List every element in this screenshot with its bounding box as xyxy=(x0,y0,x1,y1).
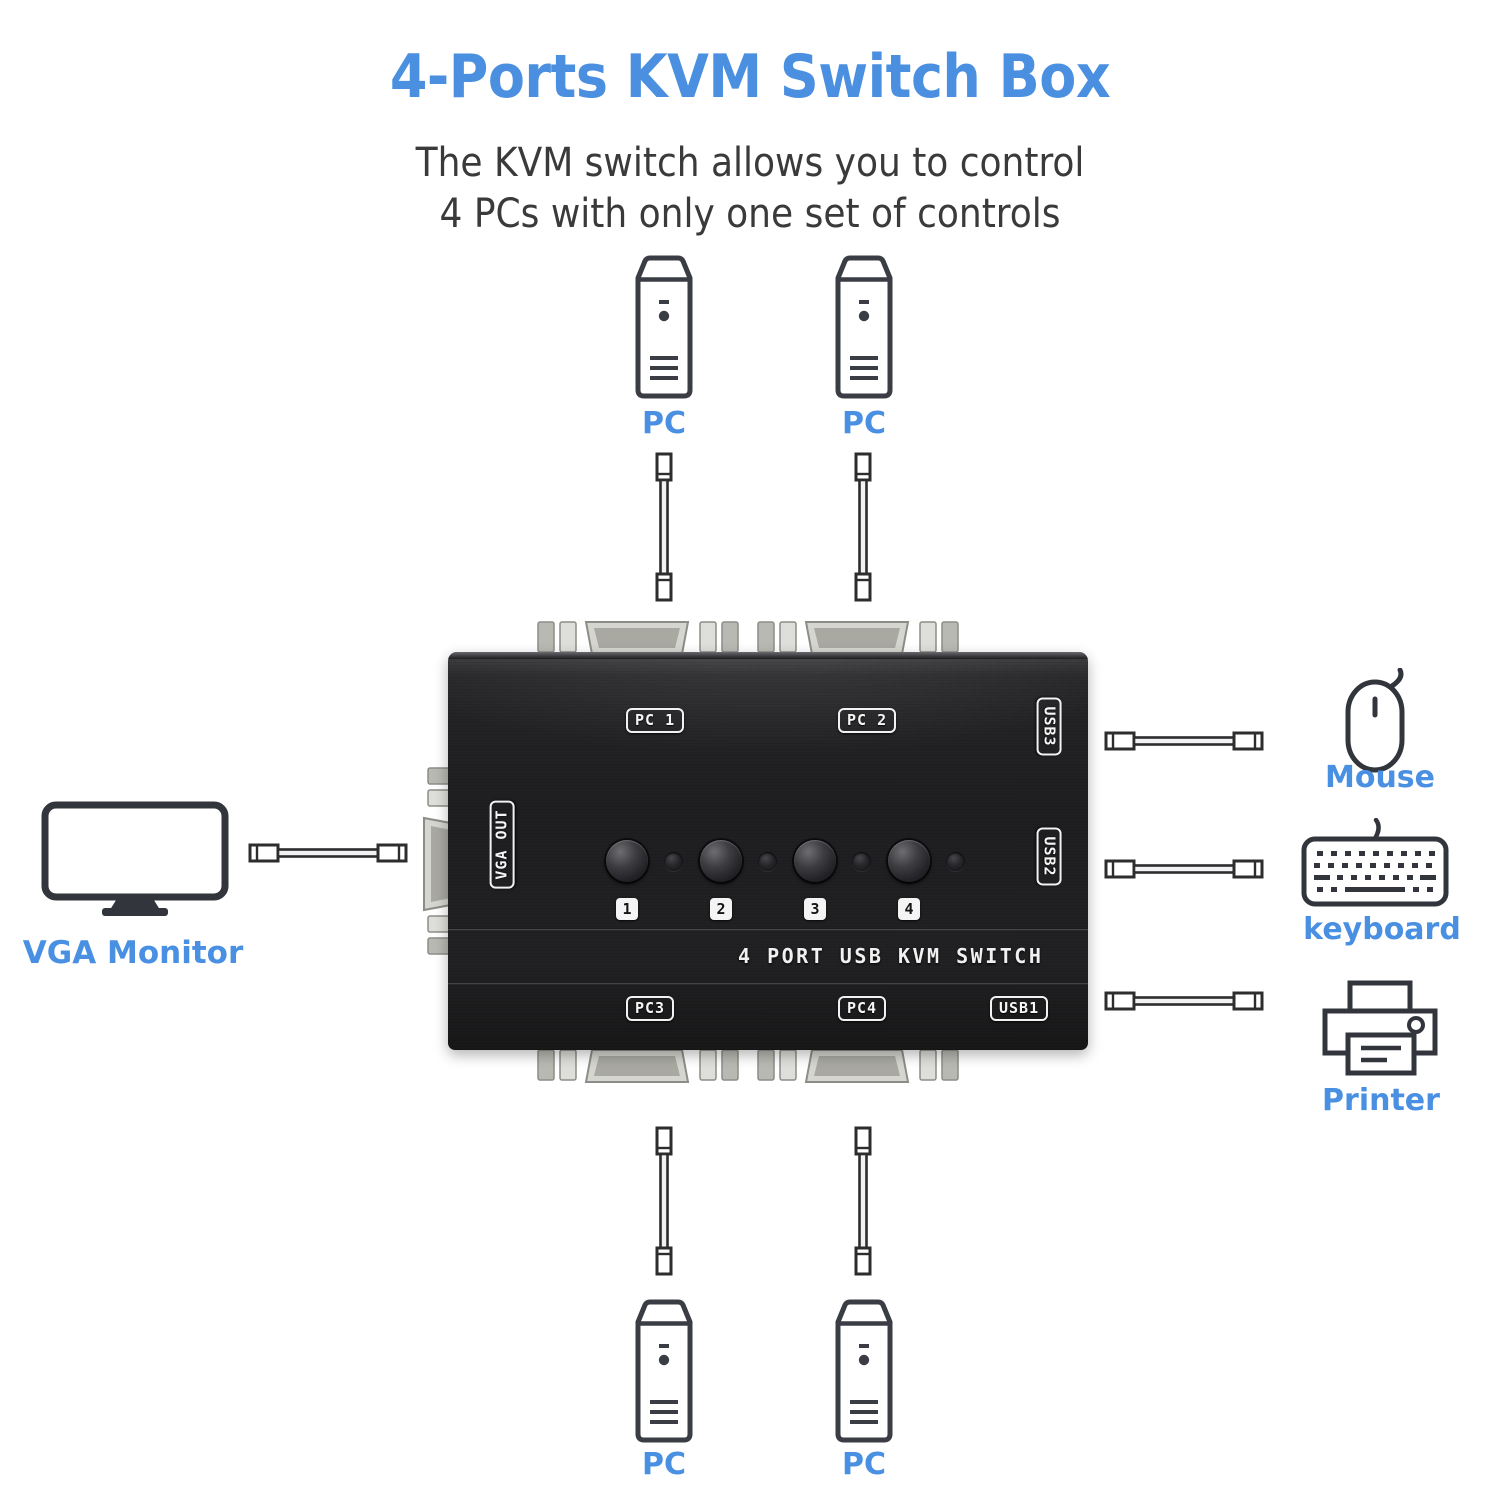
port-label-pc3: PC3 xyxy=(626,996,675,1021)
vga-monitor xyxy=(40,800,230,923)
pc-bottom-left-label: PC xyxy=(641,1447,686,1482)
printer xyxy=(1322,980,1438,1081)
monitor-icon xyxy=(41,801,229,916)
vga-cable-icon xyxy=(655,452,673,602)
kvm-body: PC 1 PC 2 USB3 USB2 VGA OUT PC3 PC4 USB1… xyxy=(448,652,1088,1050)
page-subtitle: The KVM switch allows you to control 4 P… xyxy=(0,138,1500,240)
pc-tower-icon xyxy=(635,255,693,399)
port-button-number-2: 2 xyxy=(710,898,732,920)
keyboard xyxy=(1300,817,1450,913)
port-label-usb3: USB3 xyxy=(1036,697,1062,756)
cable-keyboard xyxy=(1104,854,1264,889)
port-button-3[interactable] xyxy=(794,840,836,882)
vga-port-pc2-connector xyxy=(757,621,959,655)
port-label-pc1: PC 1 xyxy=(626,708,685,733)
printer-label: Printer xyxy=(1322,1083,1440,1118)
vga-monitor-label: VGA Monitor xyxy=(22,935,244,971)
pc-tower-icon xyxy=(835,1299,893,1443)
pc-tower-top-right xyxy=(828,254,900,407)
pc-tower-bottom-left xyxy=(628,1298,700,1451)
vga-cable-icon xyxy=(655,1126,673,1276)
pc-tower-bottom-right xyxy=(828,1298,900,1451)
port-button-number-4: 4 xyxy=(898,898,920,920)
port-led-3 xyxy=(852,852,871,871)
pc-bottom-right-label: PC xyxy=(841,1447,886,1482)
usb-cable-icon xyxy=(1104,859,1264,879)
body-seam-lower xyxy=(448,982,1088,985)
vga-port-pc3-connector xyxy=(537,1049,739,1083)
port-label-usb2: USB2 xyxy=(1036,827,1062,886)
port-led-4 xyxy=(946,852,965,871)
cable-pc-bottom-right xyxy=(852,1126,874,1281)
vga-cable-icon xyxy=(248,843,408,863)
page-title: 4-Ports KVM Switch Box xyxy=(389,42,1111,112)
usb-cable-icon xyxy=(1104,731,1264,751)
mouse xyxy=(1334,667,1424,781)
port-button-number-3: 3 xyxy=(804,898,826,920)
pc-tower-icon xyxy=(635,1299,693,1443)
device-model-text: 4 PORT USB KVM SWITCH xyxy=(738,944,1044,968)
port-button-1[interactable] xyxy=(606,840,648,882)
vga-cable-icon xyxy=(854,452,872,602)
subtitle-line-2: 4 PCs with only one set of controls xyxy=(439,191,1061,237)
keyboard-icon xyxy=(1301,817,1449,907)
printer-icon xyxy=(1322,980,1438,1076)
subtitle-line-1: The KVM switch allows you to control xyxy=(415,140,1085,186)
body-top-bevel xyxy=(448,652,1088,659)
port-led-2 xyxy=(758,852,777,871)
cable-printer xyxy=(1104,986,1264,1021)
cable-mouse xyxy=(1104,726,1264,761)
pc-top-left-label: PC xyxy=(641,406,686,441)
port-label-pc2: PC 2 xyxy=(838,708,897,733)
cable-vga-monitor xyxy=(248,838,408,873)
port-button-4[interactable] xyxy=(888,840,930,882)
port-label-pc4: PC4 xyxy=(838,996,887,1021)
port-label-vga-out: VGA OUT xyxy=(489,800,515,889)
body-texture xyxy=(448,652,1088,1050)
usb-cable-icon xyxy=(1104,991,1264,1011)
port-button-number-1: 1 xyxy=(616,898,638,920)
cable-pc-top-right xyxy=(852,452,874,607)
mouse-label: Mouse xyxy=(1324,760,1436,795)
body-seam-upper xyxy=(448,928,1088,931)
cable-pc-top-left xyxy=(653,452,675,607)
vga-port-pc1-connector xyxy=(537,621,739,655)
vga-cable-icon xyxy=(854,1126,872,1276)
cable-pc-bottom-left xyxy=(653,1126,675,1281)
pc-top-right-label: PC xyxy=(841,406,886,441)
port-button-2[interactable] xyxy=(700,840,742,882)
keyboard-label: keyboard xyxy=(1303,912,1461,947)
pc-tower-top-left xyxy=(628,254,700,407)
mouse-icon xyxy=(1345,667,1405,773)
pc-tower-icon xyxy=(835,255,893,399)
vga-port-pc4-connector xyxy=(757,1049,959,1083)
port-led-1 xyxy=(664,852,683,871)
kvm-switch-device: PC 1 PC 2 USB3 USB2 VGA OUT PC3 PC4 USB1… xyxy=(423,621,1088,1083)
port-label-usb1: USB1 xyxy=(990,996,1049,1021)
